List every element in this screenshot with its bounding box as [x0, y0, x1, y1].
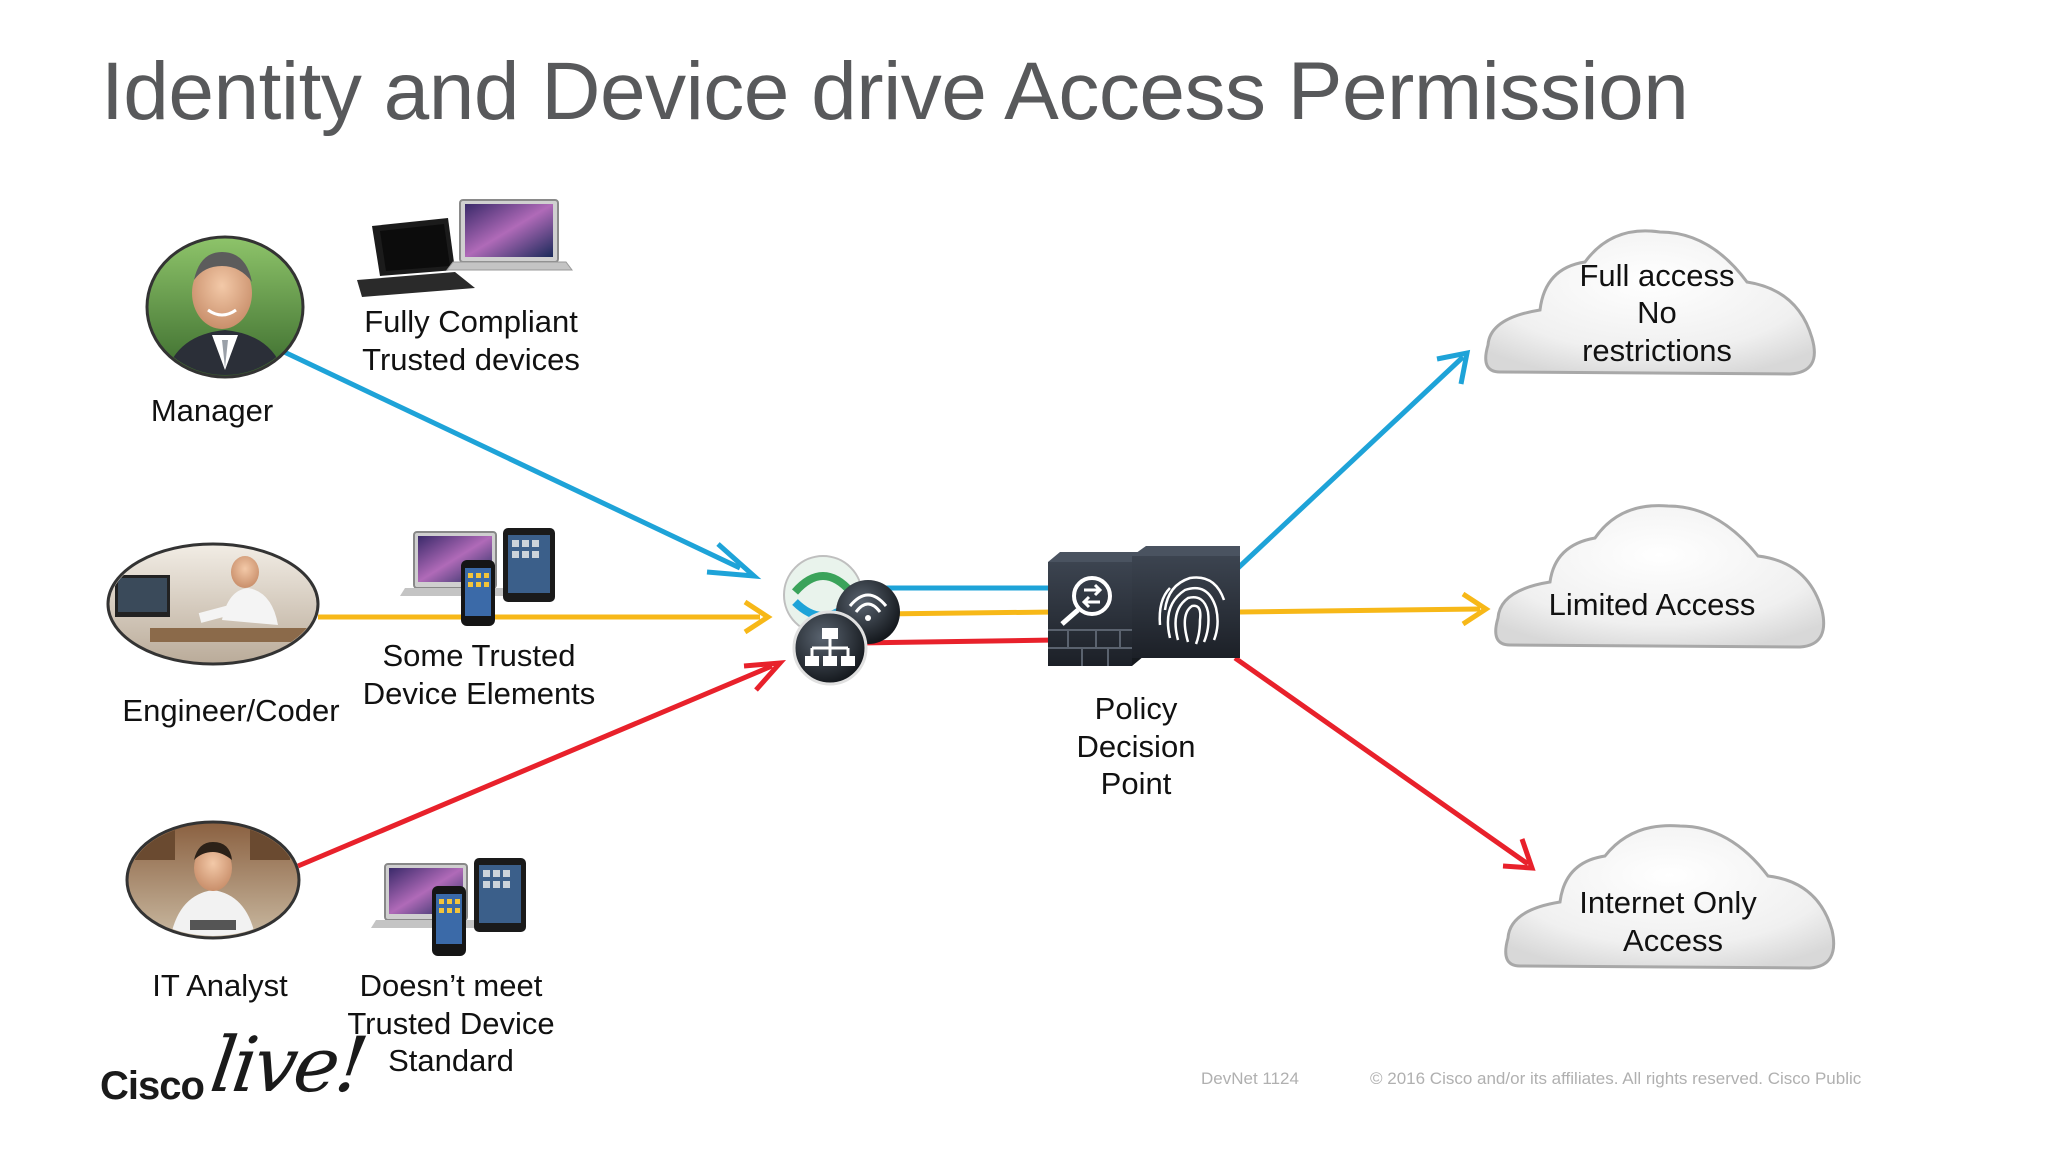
user-label-manager: Manager	[151, 393, 273, 428]
fingerprint-icon	[1132, 546, 1240, 658]
device-label-line: Standard	[388, 1043, 514, 1078]
laptops-icon	[357, 199, 573, 297]
footer-copyright: © 2016 Cisco and/or its affiliates. All …	[1370, 1069, 1862, 1088]
switch-icon	[792, 610, 868, 686]
logo-brand-text: Cisco	[100, 1064, 205, 1108]
internet-access-arrow-line	[1233, 655, 1530, 867]
user-label-analyst: IT Analyst	[152, 968, 288, 1003]
full-access-arrow-line	[1236, 355, 1465, 570]
device-label-line: Doesn’t meet	[360, 968, 543, 1003]
engineer-photo-icon	[106, 542, 320, 666]
access-label-line: No	[1637, 295, 1677, 330]
cisco-live-logo: Cisco live!	[100, 1020, 370, 1110]
limited-access-arrowhead	[1461, 591, 1491, 627]
access-label-line: Internet Only	[1579, 885, 1757, 920]
manager-photo-icon	[145, 235, 305, 379]
limited-access-arrow-line	[1239, 606, 1481, 615]
connector-lines	[278, 347, 1536, 871]
policy-label-line: Decision	[1077, 729, 1196, 764]
manager-arrow-line	[278, 347, 742, 571]
engineer-arrowhead	[743, 599, 773, 635]
access-label-line: Access	[1623, 923, 1723, 958]
access-label-line: Full access	[1579, 258, 1734, 293]
analyst-photo-icon	[125, 820, 301, 940]
device-label-line: Fully Compliant	[364, 304, 578, 339]
slide-title: Identity and Device drive Access Permiss…	[101, 46, 1689, 137]
manager-arrowhead	[706, 542, 762, 580]
policy-label: Policy Decision Point	[1077, 691, 1196, 801]
device-label-line: Device Elements	[363, 676, 596, 711]
footer-session: DevNet 1124	[1201, 1069, 1299, 1088]
logo-event-text: live!	[205, 1020, 371, 1109]
cloud-limited-access	[1494, 504, 1826, 649]
cloud-internet-access	[1504, 824, 1836, 970]
policy-label-line: Point	[1101, 766, 1172, 801]
apple-devices-icon	[400, 528, 555, 626]
full-access-arrowhead	[1436, 349, 1471, 385]
user-labels: Manager Engineer/Coder IT Analyst	[122, 393, 339, 1003]
user-label-engineer: Engineer/Coder	[122, 693, 339, 728]
cloud-full-access	[1484, 229, 1816, 376]
analyst-arrow-line	[297, 663, 773, 869]
access-label-line: Limited Access	[1549, 587, 1756, 622]
internet-access-arrowhead	[1502, 838, 1536, 871]
firewall-icon	[1048, 552, 1144, 666]
device-label-line: Some Trusted	[383, 638, 576, 673]
mid-line-yellow	[879, 609, 1056, 617]
access-label-line: restrictions	[1582, 333, 1732, 368]
apple-devices-icon-2	[371, 858, 526, 956]
device-labels: Fully Compliant Trusted devices Some Tru…	[347, 304, 595, 1078]
policy-label-line: Policy	[1095, 691, 1178, 726]
device-label-line: Trusted Device	[347, 1006, 554, 1041]
mid-line-red	[859, 637, 1056, 646]
access-labels: Full access No restrictions Limited Acce…	[1549, 258, 1758, 958]
analyst-arrowhead	[743, 659, 787, 692]
device-label-line: Trusted devices	[362, 342, 580, 377]
